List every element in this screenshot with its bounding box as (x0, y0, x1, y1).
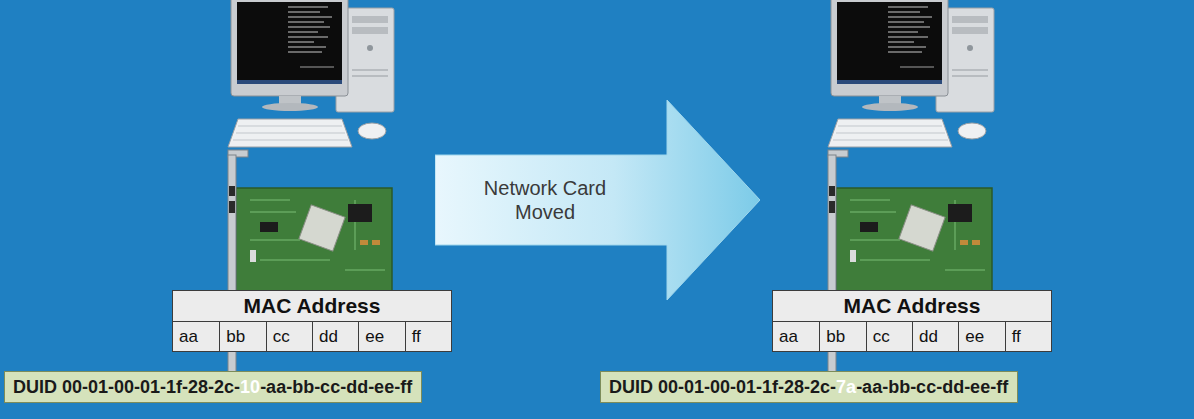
table-cell: dd (912, 321, 958, 351)
arrow-outline (435, 100, 760, 300)
arrow-shape: Network Card Moved (435, 100, 760, 300)
table-cell: aa (773, 321, 819, 351)
table-cell: ee (358, 321, 404, 351)
duid-box: DUID 00-01-00-01-1f-28-2c-7a-aa-bb-cc-dd… (600, 371, 1018, 403)
table-cell: ff (1005, 321, 1051, 351)
cell-value: bb (826, 322, 865, 351)
table-cell: dd (312, 321, 358, 351)
duid-value: DUID 00-01-00-01-1f-28-2c-7a-aa-bb-cc-dd… (609, 372, 1009, 402)
changed-digits: 10 (240, 377, 260, 397)
table-cell: ee (958, 321, 1004, 351)
cell-value: ee (965, 322, 1004, 351)
cell-value: aa (179, 322, 219, 351)
duid-box: DUID 00-01-00-01-1f-28-2c-10-aa-bb-cc-dd… (4, 371, 422, 403)
table-cell: bb (219, 321, 265, 351)
cell-value: ee (365, 322, 404, 351)
cell-value: dd (319, 322, 358, 351)
mac-address-table: MAC Addressaabbccddeeff (172, 290, 452, 352)
arrow-label: Network Card Moved (470, 176, 620, 224)
cell-value: cc (273, 322, 312, 351)
changed-digits: 7a (836, 377, 856, 397)
table-cell: cc (866, 321, 912, 351)
arrow-body (435, 100, 760, 300)
duid-value: DUID 00-01-00-01-1f-28-2c-10-aa-bb-cc-dd… (13, 372, 413, 402)
mac-address-table: MAC Addressaabbccddeeff (772, 290, 1052, 352)
cell-value: cc (873, 322, 912, 351)
table-header: MAC Address (173, 291, 451, 321)
table-cell: bb (819, 321, 865, 351)
cell-value: ff (412, 322, 451, 351)
cell-value: dd (919, 322, 958, 351)
cell-value: bb (226, 322, 265, 351)
table-cell: cc (266, 321, 312, 351)
table-cell: aa (173, 321, 219, 351)
cell-value: aa (779, 322, 819, 351)
cell-value: ff (1012, 322, 1051, 351)
table-header: MAC Address (773, 291, 1051, 321)
table-cell: ff (405, 321, 451, 351)
